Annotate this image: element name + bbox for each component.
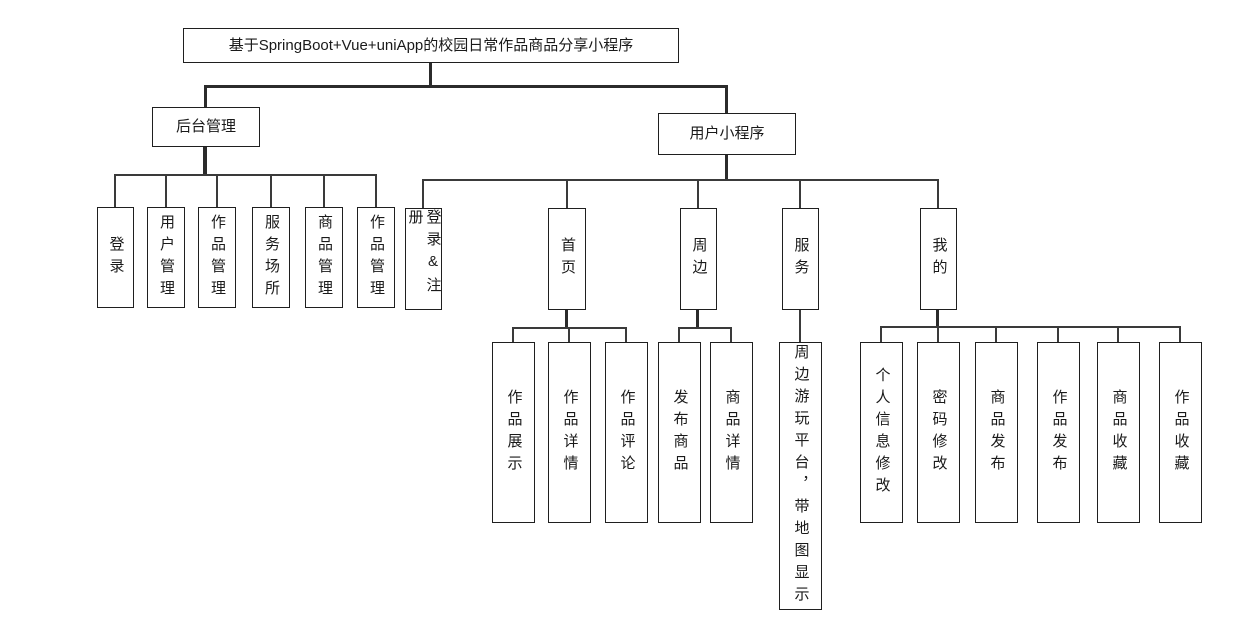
node-service: 服务 xyxy=(782,208,819,310)
connector-drop xyxy=(799,180,801,208)
connector-drop xyxy=(375,175,377,207)
node-goods-collect: 商品收藏 xyxy=(1097,342,1140,523)
connector-drop xyxy=(323,175,325,207)
connector-nearby-trunk xyxy=(696,310,699,328)
connector-drop xyxy=(114,175,116,207)
connector-drop xyxy=(165,175,167,207)
node-password-edit: 密码修改 xyxy=(917,342,960,523)
node-goods-publish: 商品发布 xyxy=(975,342,1018,523)
connector-miniapp-trunk xyxy=(725,155,728,180)
node-mine: 我的 xyxy=(920,208,957,310)
node-label: 作品收藏 xyxy=(1172,388,1190,477)
connector-nearby-children-horizontal xyxy=(678,327,732,329)
node-label: 基于SpringBoot+Vue+uniApp的校园日常作品商品分享小程序 xyxy=(228,36,634,54)
connector-miniapp-feed xyxy=(725,85,728,113)
node-label: 登录&注册 xyxy=(406,209,442,299)
connector-drop xyxy=(880,327,882,342)
connector-drop xyxy=(216,175,218,207)
node-label: 密码修改 xyxy=(930,388,948,477)
node-admin-goods-mgmt: 商品管理 xyxy=(305,207,343,308)
connector-drop xyxy=(512,328,514,342)
node-label: 后台管理 xyxy=(175,118,236,135)
node-label: 首页 xyxy=(559,237,576,281)
node-label: 商品发布 xyxy=(988,388,1006,477)
node-works-comment: 作品评论 xyxy=(605,342,648,523)
node-publish-goods: 发布商品 xyxy=(658,342,701,523)
node-label: 服务场所 xyxy=(263,213,280,302)
connector-mine-children-horizontal xyxy=(880,326,1181,328)
connector-drop xyxy=(566,180,568,208)
connector-admin-feed xyxy=(204,85,207,107)
node-label: 发布商品 xyxy=(671,388,689,477)
node-label: 商品详情 xyxy=(723,388,741,477)
node-label: 商品收藏 xyxy=(1110,388,1128,477)
node-admin-user-mgmt: 用户管理 xyxy=(147,207,185,308)
connector-admin-trunk xyxy=(203,147,207,176)
connector-drop xyxy=(937,180,939,208)
node-root: 基于SpringBoot+Vue+uniApp的校园日常作品商品分享小程序 xyxy=(183,28,679,63)
node-label: 我的 xyxy=(930,237,948,281)
connector-drop xyxy=(1057,327,1059,342)
node-label: 作品发布 xyxy=(1050,388,1068,477)
node-label: 作品详情 xyxy=(561,388,579,477)
node-miniapp: 用户小程序 xyxy=(658,113,796,155)
node-works-collect: 作品收藏 xyxy=(1159,342,1202,523)
node-works-detail: 作品详情 xyxy=(548,342,591,523)
node-admin-login: 登录 xyxy=(97,207,134,308)
node-label: 作品展示 xyxy=(505,388,523,477)
node-label: 用户管理 xyxy=(158,213,175,302)
node-nearby-play-platform: 周边游玩平台，带地图显示 xyxy=(779,342,822,610)
connector-admin-children-horizontal xyxy=(114,174,377,176)
node-profile-edit: 个人信息修改 xyxy=(860,342,903,523)
node-label: 服务 xyxy=(792,237,810,281)
connector-miniapp-children-horizontal xyxy=(422,179,939,181)
connector-drop xyxy=(937,327,939,342)
connector-drop xyxy=(678,328,680,342)
connector-home-trunk xyxy=(565,310,568,328)
node-admin-works-mgmt: 作品管理 xyxy=(198,207,236,308)
connector-drop xyxy=(625,328,627,342)
node-label: 周边游玩平台，带地图显示 xyxy=(792,344,810,608)
connector-drop xyxy=(995,327,997,342)
node-label: 用户小程序 xyxy=(689,125,765,142)
connector-drop xyxy=(1117,327,1119,342)
connector-drop xyxy=(1179,327,1181,342)
node-label: 个人信息修改 xyxy=(873,366,891,499)
connector-service-trunk xyxy=(799,310,801,342)
connector-drop xyxy=(697,180,699,208)
node-goods-detail: 商品详情 xyxy=(710,342,753,523)
node-admin-service-place: 服务场所 xyxy=(252,207,290,308)
connector-drop xyxy=(568,328,570,342)
node-nearby: 周边 xyxy=(680,208,717,310)
node-admin-works-mgmt-2: 作品管理 xyxy=(357,207,395,308)
node-login-register: 登录&注册 xyxy=(405,208,442,310)
connector-root-feed xyxy=(429,63,432,86)
connector-drop xyxy=(270,175,272,207)
node-label: 商品管理 xyxy=(316,213,333,302)
connector-drop xyxy=(422,180,424,208)
node-label: 作品管理 xyxy=(209,213,226,302)
node-works-publish: 作品发布 xyxy=(1037,342,1080,523)
connector-drop xyxy=(730,328,732,342)
connector-mine-trunk xyxy=(936,310,939,327)
node-label: 作品管理 xyxy=(368,213,385,302)
node-label: 登录 xyxy=(107,235,125,280)
connector-main-horizontal xyxy=(204,85,728,88)
node-label: 作品评论 xyxy=(618,388,636,477)
node-home: 首页 xyxy=(548,208,586,310)
node-label: 周边 xyxy=(690,237,708,281)
node-works-display: 作品展示 xyxy=(492,342,535,523)
node-admin: 后台管理 xyxy=(152,107,260,147)
